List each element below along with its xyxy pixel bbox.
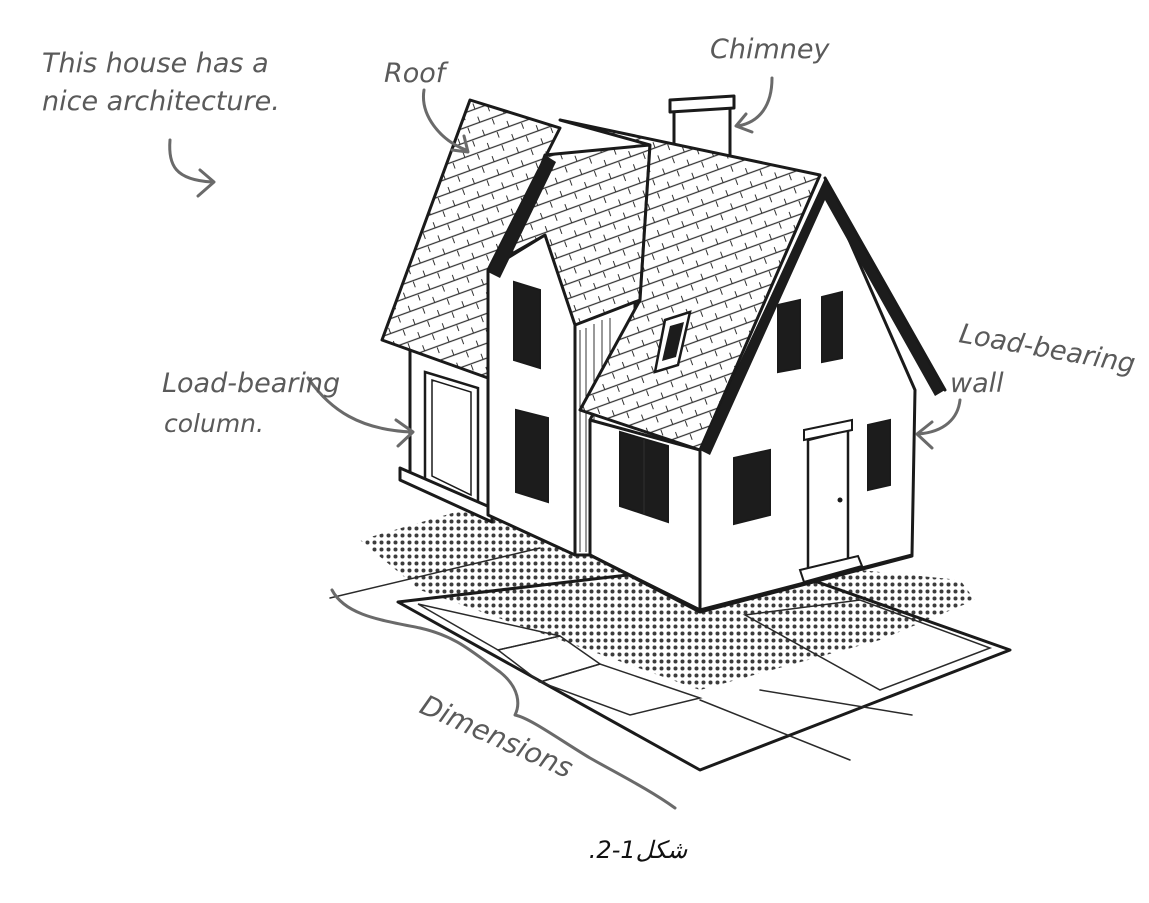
figure-caption: شکل1-2. bbox=[589, 836, 688, 864]
roof-label: Roof bbox=[384, 58, 449, 89]
wall-label-line2: wall bbox=[950, 368, 1004, 399]
column-label-line2: column. bbox=[164, 409, 264, 438]
chimney-label: Chimney bbox=[710, 34, 830, 65]
intro-text-line1: This house has a bbox=[42, 48, 269, 79]
column-label-line1: Load-bearing bbox=[162, 368, 340, 399]
intro-text-line2: nice architecture. bbox=[42, 86, 280, 117]
